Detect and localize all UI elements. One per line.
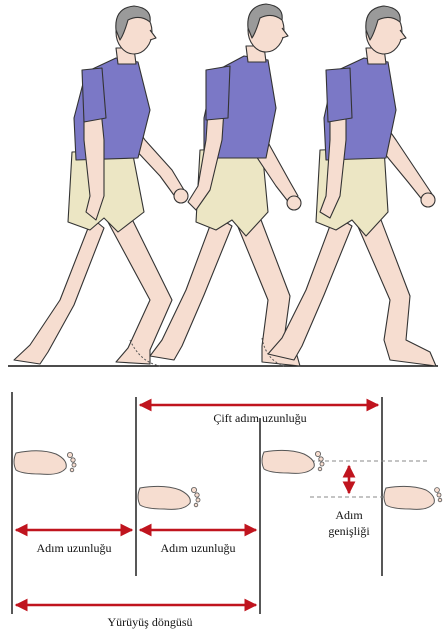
step-length-label-2: Adım uzunluğu	[140, 541, 256, 555]
step-width-label-line1: Adım	[310, 508, 388, 522]
footprint-2	[138, 486, 200, 509]
walking-man-3	[268, 6, 436, 366]
gait-cycle-label: Yürüyüş döngüsü	[60, 615, 240, 629]
footprint-diagram	[12, 392, 442, 614]
stride-length-label: Çift adım uzunluğu	[190, 411, 330, 425]
footprint-4	[384, 486, 442, 509]
footprint-3	[262, 450, 324, 473]
step-length-label-1: Adım uzunluğu	[16, 541, 132, 555]
walking-man-1	[14, 6, 188, 364]
walking-figures	[8, 4, 438, 366]
step-width-label-line2: genişliği	[310, 524, 388, 538]
footprint-1	[14, 451, 76, 475]
